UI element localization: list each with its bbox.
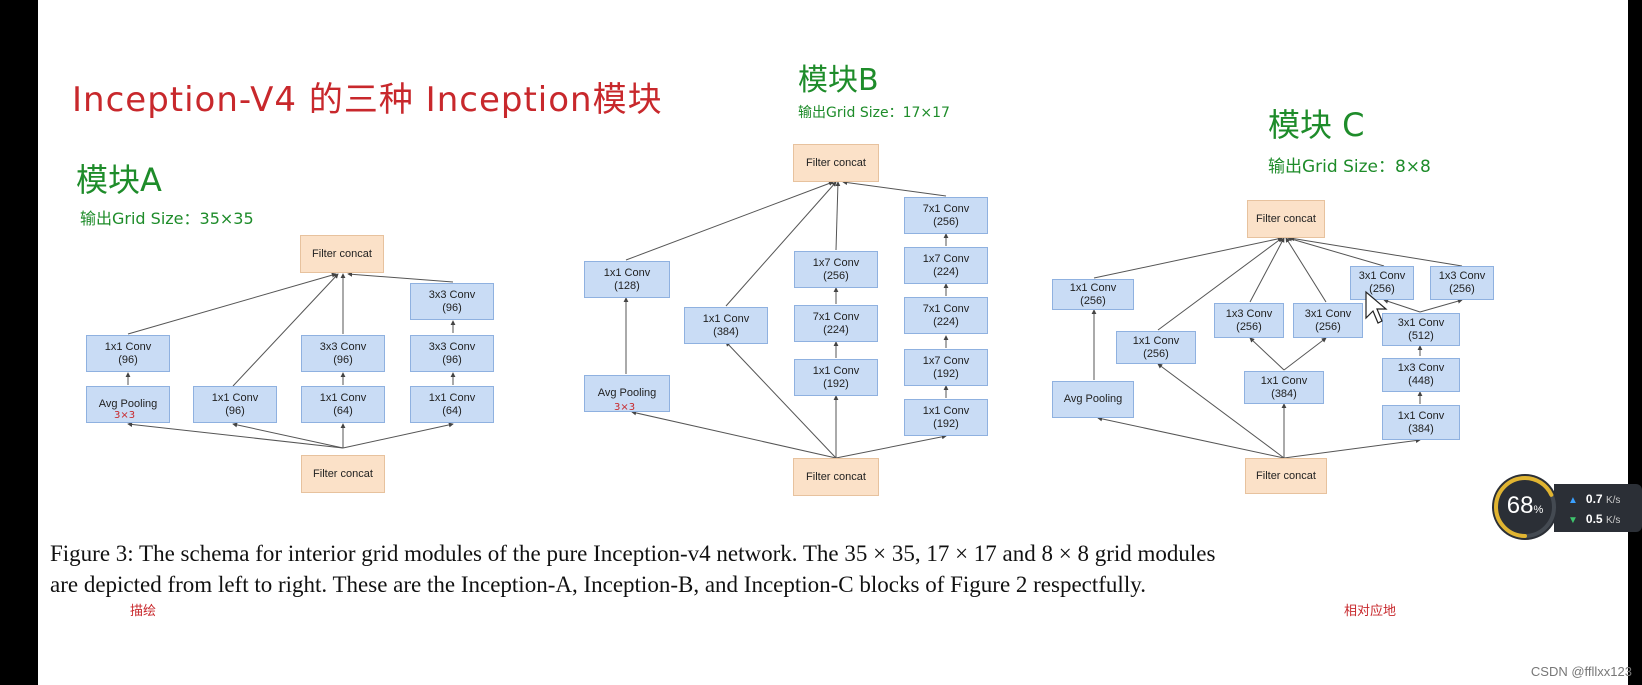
edge-c-concat-b2 <box>1157 363 1285 459</box>
edge-b-b2-top <box>725 181 837 307</box>
edge-b-concat-pool <box>631 410 837 459</box>
edge-c-b2-top <box>1157 237 1283 331</box>
upload-arrow-icon: ▲ <box>1568 495 1578 506</box>
edge-c-b3r-top <box>1285 237 1327 303</box>
note-depicted: 描绘 <box>130 604 157 619</box>
c-b4-mid2: 1x3 Conv(448) <box>1382 358 1460 392</box>
c-filter-concat-bottom: Filter concat <box>1245 458 1327 494</box>
edge-c-b3-right <box>1283 337 1327 371</box>
module-c-grid-size: 输出Grid Size：8×8 <box>1268 157 1431 177</box>
caption-line-2: are depicted from left to right. These a… <box>50 572 1146 597</box>
c-b3-right: 3x1 Conv(256) <box>1293 303 1363 338</box>
b-b4-1: 7x1 Conv(256) <box>904 197 988 234</box>
edge-c-b1-top <box>1093 236 1283 279</box>
c-b4-right: 1x3 Conv(256) <box>1430 266 1494 300</box>
network-speed-widget[interactable]: ▲0.7 K/s ▼0.5 K/s 68% <box>1492 474 1642 542</box>
a-b4-mid: 3x3 Conv(96) <box>410 335 494 372</box>
b-b3-mid: 7x1 Conv(224) <box>794 305 878 342</box>
b-filter-concat-bottom: Filter concat <box>793 458 879 496</box>
edge-a-b4-top <box>347 271 454 283</box>
b-b3-top: 1x7 Conv(256) <box>794 251 878 288</box>
c-b1-avg-pool: Avg Pooling <box>1052 381 1134 418</box>
a-b3-bot: 1x1 Conv(64) <box>301 386 385 423</box>
b-b1-conv: 1x1 Conv(128) <box>584 261 670 298</box>
download-speed: ▼0.5 K/s <box>1568 512 1621 526</box>
edge-b-concat-b2 <box>725 341 837 459</box>
download-arrow-icon: ▼ <box>1568 515 1578 526</box>
a-b3-top: 3x3 Conv(96) <box>301 335 385 372</box>
c-b3-left: 1x3 Conv(256) <box>1214 303 1284 338</box>
usage-gauge[interactable]: 68% <box>1492 474 1558 540</box>
b-b4-4: 1x7 Conv(192) <box>904 349 988 386</box>
b-b4-3: 7x1 Conv(224) <box>904 297 988 334</box>
upload-speed: ▲0.7 K/s <box>1568 492 1621 506</box>
b-b3-bot: 1x1 Conv(192) <box>794 359 878 396</box>
edge-c-concat-b4 <box>1283 438 1421 459</box>
figure-canvas: Inception-V4 的三种 Inception模块 模块A 输出Grid … <box>38 0 1628 685</box>
a-b1-avg-pool: Avg Pooling <box>86 386 170 423</box>
note-respectfully: 相对应地 <box>1344 604 1397 619</box>
speed-panel: ▲0.7 K/s ▼0.5 K/s <box>1554 484 1642 532</box>
edge-a-concat-pool <box>127 421 344 449</box>
edge-c-b3-left <box>1249 337 1285 371</box>
edge-b-b3-top <box>835 181 841 251</box>
diagram-edges <box>125 180 1463 459</box>
b-b4-5: 1x1 Conv(192) <box>904 399 988 436</box>
b-b1-avg-pool: Avg Pooling <box>584 375 670 412</box>
module-a-label: 模块A <box>76 161 162 199</box>
edge-c-b4r-top <box>1289 236 1463 267</box>
c-b1-conv: 1x1 Conv(256) <box>1052 279 1134 310</box>
edge-a-b2-top <box>232 273 339 387</box>
csdn-watermark: CSDN @ffllxx123 <box>1530 664 1632 679</box>
a-b4-top: 3x3 Conv(96) <box>410 283 494 320</box>
c-b4-base: 1x1 Conv(384) <box>1382 405 1460 440</box>
mouse-cursor-icon <box>1365 290 1388 324</box>
module-a-grid-size: 输出Grid Size：35×35 <box>80 209 254 228</box>
b-filter-concat-top: Filter concat <box>793 144 879 182</box>
edge-b-concat-b4 <box>835 434 947 459</box>
edge-b-b4-top <box>842 180 947 197</box>
gauge-ring <box>1494 476 1556 538</box>
edge-c-b4-left <box>1383 298 1421 313</box>
a-b4-bot: 1x1 Conv(64) <box>410 386 494 423</box>
edge-c-b4-right <box>1419 298 1463 313</box>
b-b2-conv: 1x1 Conv(384) <box>684 307 768 344</box>
figure-caption: Figure 3: The schema for interior grid m… <box>50 538 1590 600</box>
caption-line-1: Figure 3: The schema for interior grid m… <box>50 541 1216 566</box>
b-pool-note: 3×3 <box>614 402 636 413</box>
edge-a-b1-top <box>127 272 337 335</box>
module-b-grid-size: 输出Grid Size：17×17 <box>798 105 950 121</box>
c-b3-base: 1x1 Conv(384) <box>1244 371 1324 404</box>
module-c-label: 模块 C <box>1268 106 1365 144</box>
edge-c-b3l-top <box>1249 237 1285 303</box>
edge-a-concat-b2 <box>232 422 344 449</box>
c-b2-conv: 1x1 Conv(256) <box>1116 331 1196 364</box>
edge-c-concat-pool <box>1097 416 1285 459</box>
b-b4-2: 1x7 Conv(224) <box>904 247 988 284</box>
edge-b-b1-top <box>625 181 834 261</box>
gauge-percent: 68% <box>1506 492 1544 519</box>
a-b1-conv: 1x1 Conv(96) <box>86 335 170 372</box>
module-b-label: 模块B <box>798 63 879 98</box>
edge-a-concat-b4 <box>342 422 454 449</box>
edge-c-b4l-top <box>1287 236 1385 267</box>
a-b2-conv: 1x1 Conv(96) <box>193 386 277 423</box>
a-filter-concat-top: Filter concat <box>300 235 384 273</box>
a-filter-concat-bottom: Filter concat <box>301 455 385 493</box>
c-b4-mid: 3x1 Conv(512) <box>1382 313 1460 346</box>
c-b4-left: 3x1 Conv(256) <box>1350 266 1414 300</box>
handwritten-title: Inception-V4 的三种 Inception模块 <box>72 80 663 120</box>
c-filter-concat-top: Filter concat <box>1247 200 1325 238</box>
a-pool-note: 3×3 <box>114 410 136 421</box>
